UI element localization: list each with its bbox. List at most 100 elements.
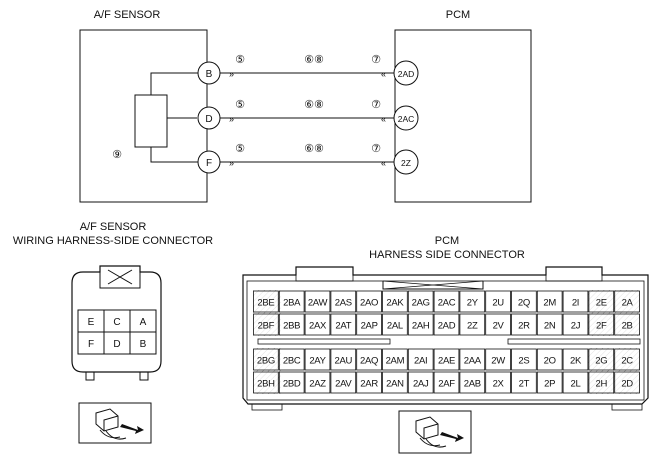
pcm-terminal-2ap: 2AP — [361, 321, 378, 332]
sensor-lead-b — [150, 72, 200, 95]
pcm-pin-2ad-circle — [393, 60, 419, 86]
pcm-connector-title-1: PCM — [435, 235, 459, 247]
pcm-terminal-cell — [614, 313, 640, 336]
pcm-terminal-cell — [304, 348, 331, 371]
pcm-terminal-2aa: 2AA — [464, 356, 482, 367]
pcm-terminal-2bc: 2BC — [283, 356, 301, 367]
pcm-terminal-2ag: 2AG — [412, 298, 430, 309]
pcm-terminal-2n: 2N — [544, 321, 556, 332]
pcm-terminal-2bd: 2BD — [283, 379, 301, 390]
pcm-terminal-2w: 2W — [491, 356, 505, 367]
pcm-terminal-cell — [562, 371, 589, 394]
pcm-terminal-cell — [511, 371, 537, 394]
pcm-terminal-2ai: 2AI — [414, 356, 427, 367]
pcm-terminal-cell — [459, 348, 486, 371]
pcm-terminal-2ar: 2AR — [360, 379, 378, 390]
pcm-terminal-cell — [330, 348, 357, 371]
pcm-terminal-2ad: 2AD — [438, 321, 456, 332]
pcm-pin-2ad: 2AD — [398, 69, 415, 79]
pcm-terminal-cell — [253, 290, 279, 313]
pcm-terminal-2t: 2T — [519, 379, 530, 390]
pcm-terminal-cell — [588, 313, 615, 336]
pcm-terminal-cell — [304, 313, 331, 336]
connector-probe-icon — [78, 402, 152, 444]
pcm-terminal-2bg: 2BG — [257, 356, 275, 367]
pcm-terminal-cell — [253, 371, 279, 394]
pcm-terminal-2au: 2AU — [335, 356, 353, 367]
pcm-terminal-2az: 2AZ — [309, 379, 326, 390]
sensor-lead-f — [150, 147, 200, 163]
pcm-terminal-2i: 2I — [572, 298, 579, 309]
sensor-marker: ⑨ — [112, 149, 122, 161]
pcm-terminal-2ac: 2AC — [438, 298, 456, 309]
pcm-terminal-cell — [278, 348, 305, 371]
pcm-terminal-cell — [330, 371, 357, 394]
pcm-terminal-cell — [304, 371, 331, 394]
chevron-left-icon: « — [381, 69, 386, 79]
pcm-terminal-cell — [485, 371, 511, 394]
af-pin-b: B — [140, 339, 147, 350]
pcm-terminal-2am: 2AM — [386, 356, 405, 367]
pcm-terminal-2k: 2K — [570, 356, 582, 367]
wire-row-d: D » « 2AC ⑤ ⑥⑧ ⑦ — [197, 99, 419, 131]
pcm-terminal-cell — [511, 348, 537, 371]
pcm-terminal-2bh: 2BH — [257, 379, 275, 390]
pcm-terminal-2be: 2BE — [257, 298, 274, 309]
pcm-terminal-2c: 2C — [621, 356, 633, 367]
pcm-terminal-cell — [407, 348, 434, 371]
pcm-terminal-cell — [253, 313, 279, 336]
pcm-terminal-cell — [407, 371, 434, 394]
pcm-terminal-cell — [356, 348, 382, 371]
pcm-connector-title-2: HARNESS SIDE CONNECTOR — [369, 249, 525, 261]
pcm-terminal-2ak: 2AK — [386, 298, 404, 309]
pcm-terminal-2av: 2AV — [335, 379, 352, 390]
pcm-terminal-cell — [536, 348, 563, 371]
pcm-terminal-cell — [382, 313, 408, 336]
pcm-terminal-cell — [304, 290, 331, 313]
chevron-right-icon: » — [229, 69, 234, 79]
af-connector: E C A F D B — [71, 265, 162, 381]
pcm-terminal-2ax: 2AX — [309, 321, 327, 332]
pcm-terminal-2v: 2V — [493, 321, 505, 332]
marker-middle: ⑥⑧ — [304, 54, 324, 66]
pcm-terminal-2g: 2G — [595, 356, 607, 367]
pcm-terminal-2aq: 2AQ — [360, 356, 378, 367]
pcm-terminal-cell — [356, 313, 382, 336]
chevron-right-icon: » — [229, 114, 234, 124]
marker-right: ⑦ — [371, 99, 381, 111]
pcm-terminal-2s: 2S — [518, 356, 529, 367]
pcm-terminal-cell — [562, 290, 589, 313]
pcm-terminal-2bb: 2BB — [283, 321, 300, 332]
af-sensor-title: A/F SENSOR — [94, 9, 161, 21]
pcm-terminal-cell — [278, 313, 305, 336]
pcm-terminal-2u: 2U — [492, 298, 504, 309]
sensor-pin-f: F — [206, 158, 212, 169]
pcm-terminal-cell — [536, 290, 563, 313]
pcm-terminal-2p: 2P — [544, 379, 555, 390]
marker-left: ⑤ — [235, 99, 245, 111]
marker-left: ⑤ — [235, 54, 245, 66]
pcm-terminal-2a: 2A — [622, 298, 634, 309]
pcm-terminal-cell — [433, 348, 460, 371]
pcm-terminal-cell — [407, 290, 434, 313]
pcm-terminal-cell — [614, 290, 640, 313]
pcm-terminal-2al: 2AL — [387, 321, 403, 332]
pcm-terminal-cell — [588, 290, 615, 313]
af-pin-d: D — [113, 339, 120, 350]
pcm-terminal-cell — [536, 371, 563, 394]
pcm-terminal-2d: 2D — [621, 379, 633, 390]
chevron-left-icon: « — [381, 114, 386, 124]
pcm-terminal-cell — [459, 313, 486, 336]
connector-probe-icon — [398, 410, 472, 454]
af-connector-title-1: A/F SENSOR — [80, 221, 147, 233]
pcm-terminal-cell — [330, 290, 357, 313]
pcm-terminal-cell — [562, 313, 589, 336]
pcm-terminal-cell — [614, 348, 640, 371]
sensor-element — [134, 94, 168, 148]
pcm-terminal-2aw: 2AW — [308, 298, 328, 309]
af-connector-title-2: WIRING HARNESS-SIDE CONNECTOR — [13, 235, 213, 247]
pcm-terminal-2ba: 2BA — [283, 298, 301, 309]
pcm-terminal-2b: 2B — [622, 321, 633, 332]
pcm-terminal-cell — [356, 371, 382, 394]
pcm-terminal-cell — [588, 371, 615, 394]
